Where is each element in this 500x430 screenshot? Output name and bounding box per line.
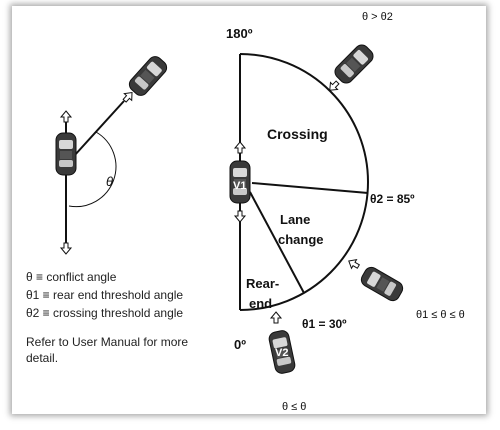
lane-change-label-line1: Lane (280, 212, 310, 227)
arrow-icon (345, 256, 362, 272)
left-theta-label: θ (106, 174, 113, 189)
arrow-icon (270, 311, 282, 324)
crossing-range-partial-label: θ > θ2 (362, 11, 393, 23)
theta2-value-label: θ2 = 85º (370, 192, 415, 206)
arrow-icon (60, 110, 72, 123)
lane-change-range-label: θ1 ≤ θ ≤ θ (416, 309, 465, 321)
car-icon (55, 132, 77, 176)
v2-label: V2 (275, 347, 288, 359)
rear-end-label-line2: end (249, 296, 272, 311)
car-icon (358, 264, 406, 304)
conflict-angle-diagram: θ 180º 0º Crossing Lane change Rear- end (55, 11, 465, 413)
manual-reference-note: Refer to User Manual for more detail. (26, 335, 189, 365)
main-diagram: 180º 0º Crossing Lane change Rear- end θ… (226, 11, 465, 413)
car-icon (331, 41, 377, 87)
arrow-icon (234, 210, 246, 223)
lane-change-label-line2: change (278, 232, 324, 247)
left-theta-arc (68, 131, 117, 208)
legend: θ ≡ conflict angle θ1 ≡ rear end thresho… (26, 268, 183, 322)
angle-180-label: 180º (226, 26, 253, 41)
arrow-icon (234, 141, 246, 154)
crossing-region-label: Crossing (267, 126, 328, 142)
legend-item-rear-end-threshold: θ1 ≡ rear end threshold angle (26, 288, 184, 302)
legend-item-conflict-angle: θ ≡ conflict angle (26, 270, 117, 284)
angle-0-label: 0º (234, 337, 246, 352)
arrow-icon (60, 242, 72, 255)
legend-item-crossing-threshold: θ2 ≡ crossing threshold angle (26, 306, 184, 320)
half-circle-boundary (239, 53, 369, 311)
left-v2-path (73, 100, 125, 157)
arrow-icon (325, 78, 342, 95)
theta2-boundary (251, 182, 369, 194)
v1-label: V1 (233, 180, 246, 192)
theta1-value-label: θ1 = 30º (302, 317, 347, 331)
rear-end-label-line1: Rear- (246, 276, 279, 291)
car-icon (126, 53, 170, 99)
theta1-boundary (249, 191, 305, 294)
left-diagram: θ (55, 53, 170, 255)
diagram-frame: θ 180º 0º Crossing Lane change Rear- end (12, 6, 486, 414)
rear-end-range-partial-label: θ ≤ θ (282, 401, 306, 413)
